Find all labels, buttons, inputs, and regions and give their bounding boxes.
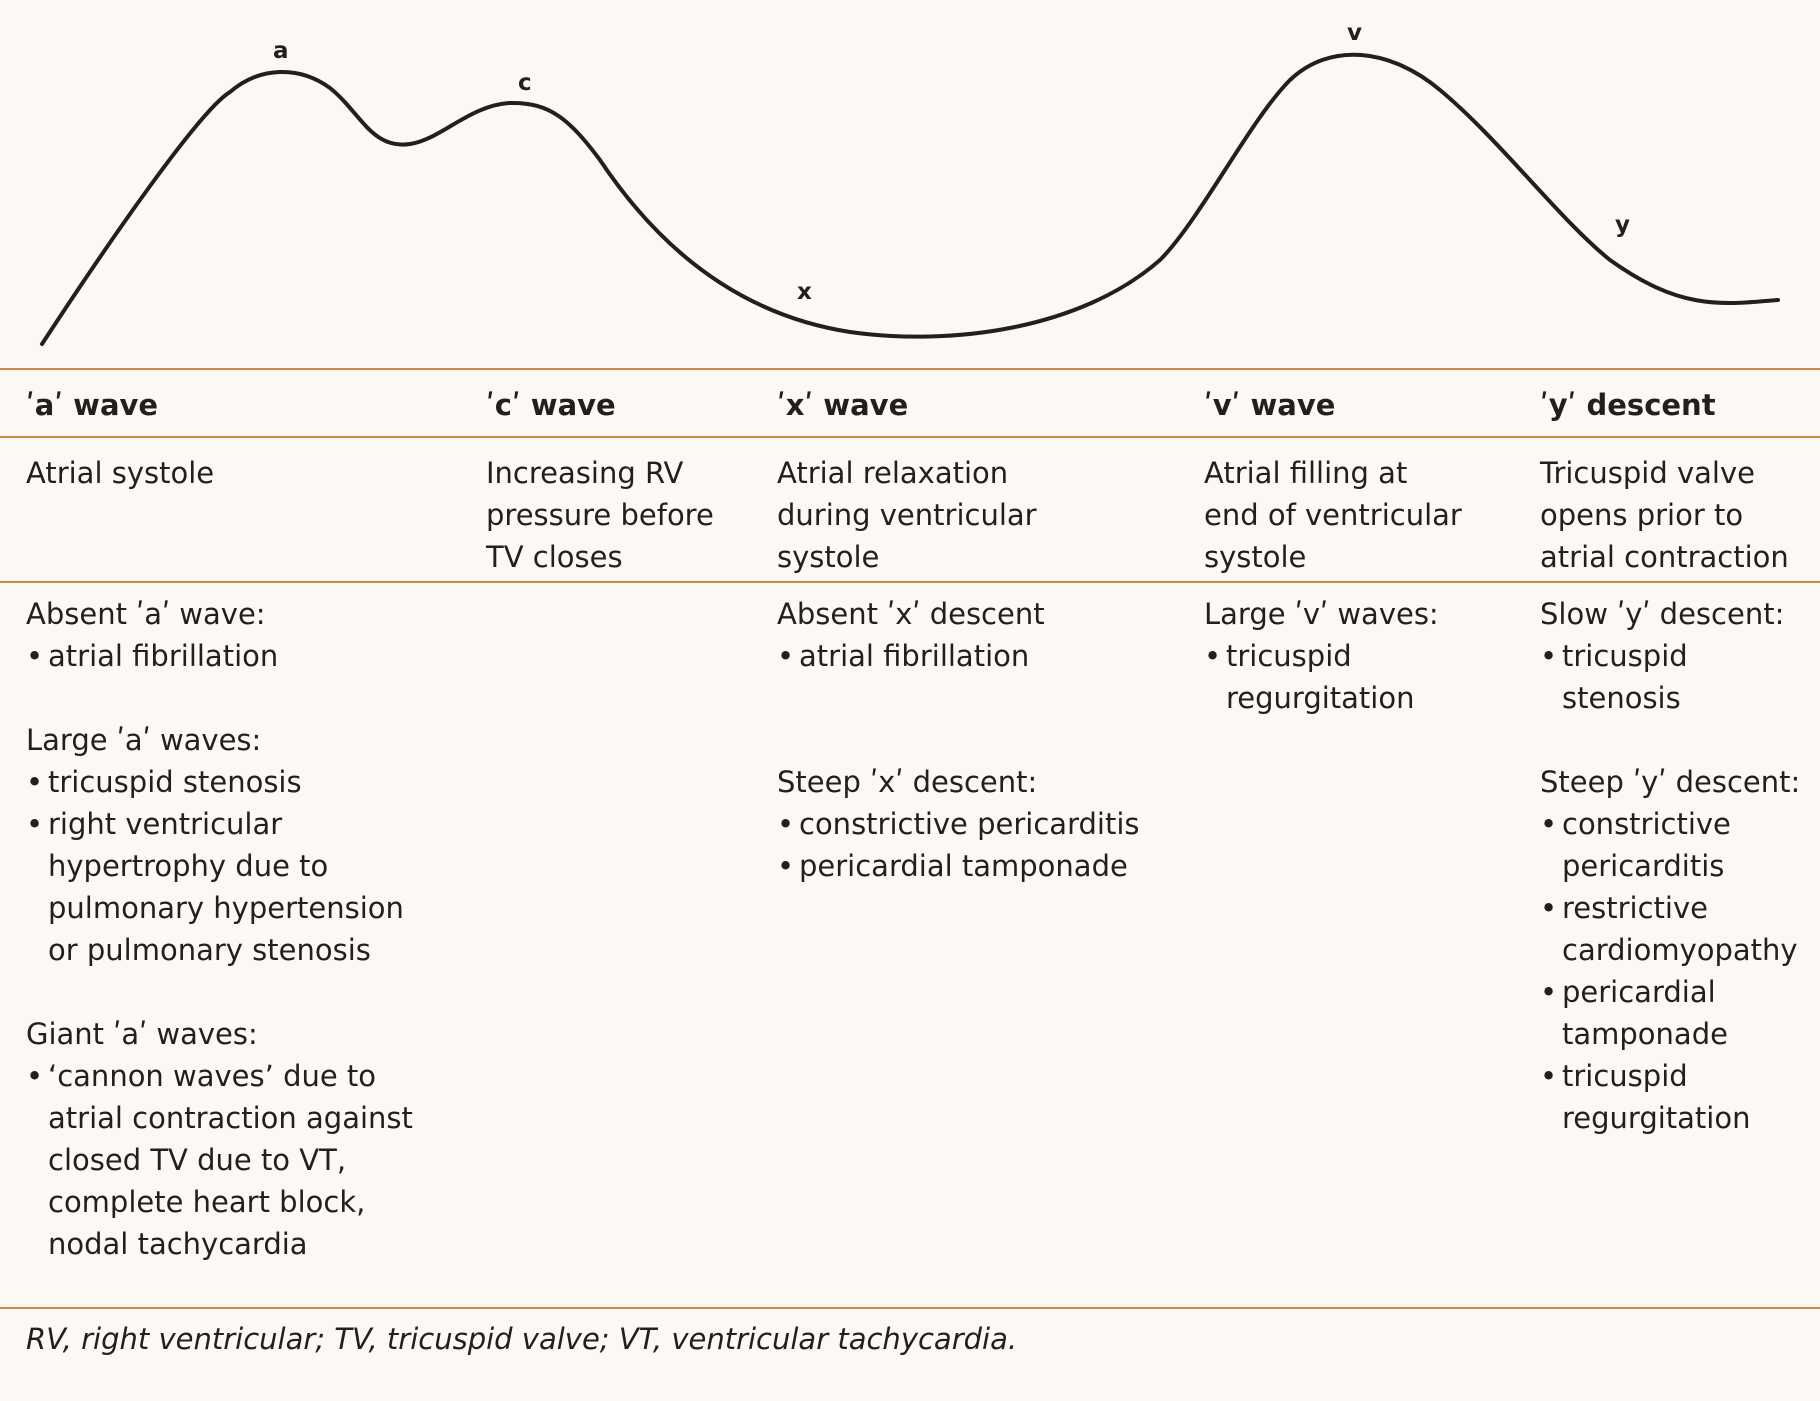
abnormality-list: tricuspid stenosis right ventricular hyp… (26, 761, 413, 971)
abnormalities-v-wave: Large ʹvʹ waves: tricuspid regurgitation (1204, 593, 1439, 761)
column-description-y-descent: Tricuspid valve opens prior to atrial co… (1540, 456, 1789, 574)
wave-label-v: v (1347, 20, 1362, 46)
abnormalities-y-descent: Slow ʹyʹ descent: tricuspid stenosis Ste… (1540, 593, 1800, 1181)
abnormality-group-title: Large ʹvʹ waves: (1204, 597, 1439, 631)
column-description-x-wave: Atrial relaxation during ventricular sys… (777, 456, 1037, 574)
abnormality-group: Large ʹaʹ waves: tricuspid stenosis righ… (26, 719, 413, 971)
abnormality-group-title: Steep ʹyʹ descent: (1540, 765, 1801, 799)
wave-label-c: c (518, 70, 532, 96)
abnormality-group: Absent ʹxʹ descent atrial fibrillation (777, 593, 1139, 677)
table-bottom-rule (0, 1307, 1820, 1309)
table-footnote: RV, right ventricular; TV, tricuspid val… (26, 1322, 1018, 1356)
abnormality-group: Giant ʹaʹ waves: ‘cannon waves’ due to a… (26, 1013, 413, 1265)
abnormality-group-title: Giant ʹaʹ waves: (26, 1017, 258, 1051)
abnormality-list: ‘cannon waves’ due to atrial contraction… (26, 1055, 413, 1265)
table-top-rule (0, 368, 1820, 370)
abnormality-group: Large ʹvʹ waves: tricuspid regurgitation (1204, 593, 1439, 719)
abnormality-item: constrictive pericarditis (777, 803, 1139, 845)
abnormality-group: Steep ʹxʹ descent: constrictive pericard… (777, 761, 1139, 887)
column-heading-x-wave: ʹxʹ wave (777, 388, 909, 422)
abnormality-list: atrial fibrillation (26, 635, 413, 677)
column-heading-y-descent: ʹyʹ descent (1540, 388, 1716, 422)
abnormality-item: restrictive cardiomyopathy (1540, 887, 1800, 971)
wave-label-x: x (797, 279, 812, 305)
abnormality-group-title: Absent ʹaʹ wave: (26, 597, 266, 631)
abnormalities-a-wave: Absent ʹaʹ wave: atrial fibrillation Lar… (26, 593, 413, 1307)
abnormality-group-title: Slow ʹyʹ descent: (1540, 597, 1785, 631)
abnormality-group: Slow ʹyʹ descent: tricuspid stenosis (1540, 593, 1800, 719)
abnormality-item: pericardial tamponade (777, 845, 1139, 887)
column-description-v-wave: Atrial filling at end of ventricular sys… (1204, 456, 1462, 574)
abnormality-item: tricuspid stenosis (1540, 635, 1800, 719)
abnormality-list: tricuspid stenosis (1540, 635, 1800, 719)
abnormality-list: atrial fibrillation (777, 635, 1139, 677)
abnormality-item: tricuspid regurgitation (1204, 635, 1439, 719)
abnormality-group-title: Large ʹaʹ waves: (26, 723, 262, 757)
abnormality-group-title: Steep ʹxʹ descent: (777, 765, 1038, 799)
abnormality-list: tricuspid regurgitation (1204, 635, 1439, 719)
wave-label-a: a (273, 38, 289, 64)
abnormalities-x-wave: Absent ʹxʹ descent atrial fibrillation S… (777, 593, 1139, 929)
description-bottom-rule (0, 581, 1820, 583)
abnormality-item: ‘cannon waves’ due to atrial contraction… (26, 1055, 413, 1265)
abnormality-list: constrictive pericarditis pericardial ta… (777, 803, 1139, 887)
abnormality-list: constrictive pericarditis restrictive ca… (1540, 803, 1800, 1139)
column-heading-a-wave: ʹaʹ wave (26, 388, 159, 422)
abnormality-item: pericardial tamponade (1540, 971, 1800, 1055)
jvp-waveform-diagram: a c x v y (40, 20, 1780, 346)
abnormality-item: constrictive pericarditis (1540, 803, 1800, 887)
abnormality-group: Absent ʹaʹ wave: atrial fibrillation (26, 593, 413, 677)
column-description-c-wave: Increasing RV pressure before TV closes (486, 456, 714, 574)
column-heading-c-wave: ʹcʹ wave (486, 388, 616, 422)
abnormality-group: Steep ʹyʹ descent: constrictive pericard… (1540, 761, 1800, 1139)
wave-label-y: y (1615, 212, 1630, 238)
abnormality-item: atrial fibrillation (26, 635, 413, 677)
abnormality-item: right ventricular hypertrophy due to pul… (26, 803, 413, 971)
column-description-a-wave: Atrial systole (26, 456, 215, 490)
abnormality-item: tricuspid stenosis (26, 761, 413, 803)
abnormality-item: atrial fibrillation (777, 635, 1139, 677)
header-bottom-rule (0, 436, 1820, 438)
abnormality-item: tricuspid regurgitation (1540, 1055, 1800, 1139)
column-heading-v-wave: ʹvʹ wave (1204, 388, 1336, 422)
jvp-waveform-curve (40, 52, 1780, 346)
abnormality-group-title: Absent ʹxʹ descent (777, 597, 1045, 631)
